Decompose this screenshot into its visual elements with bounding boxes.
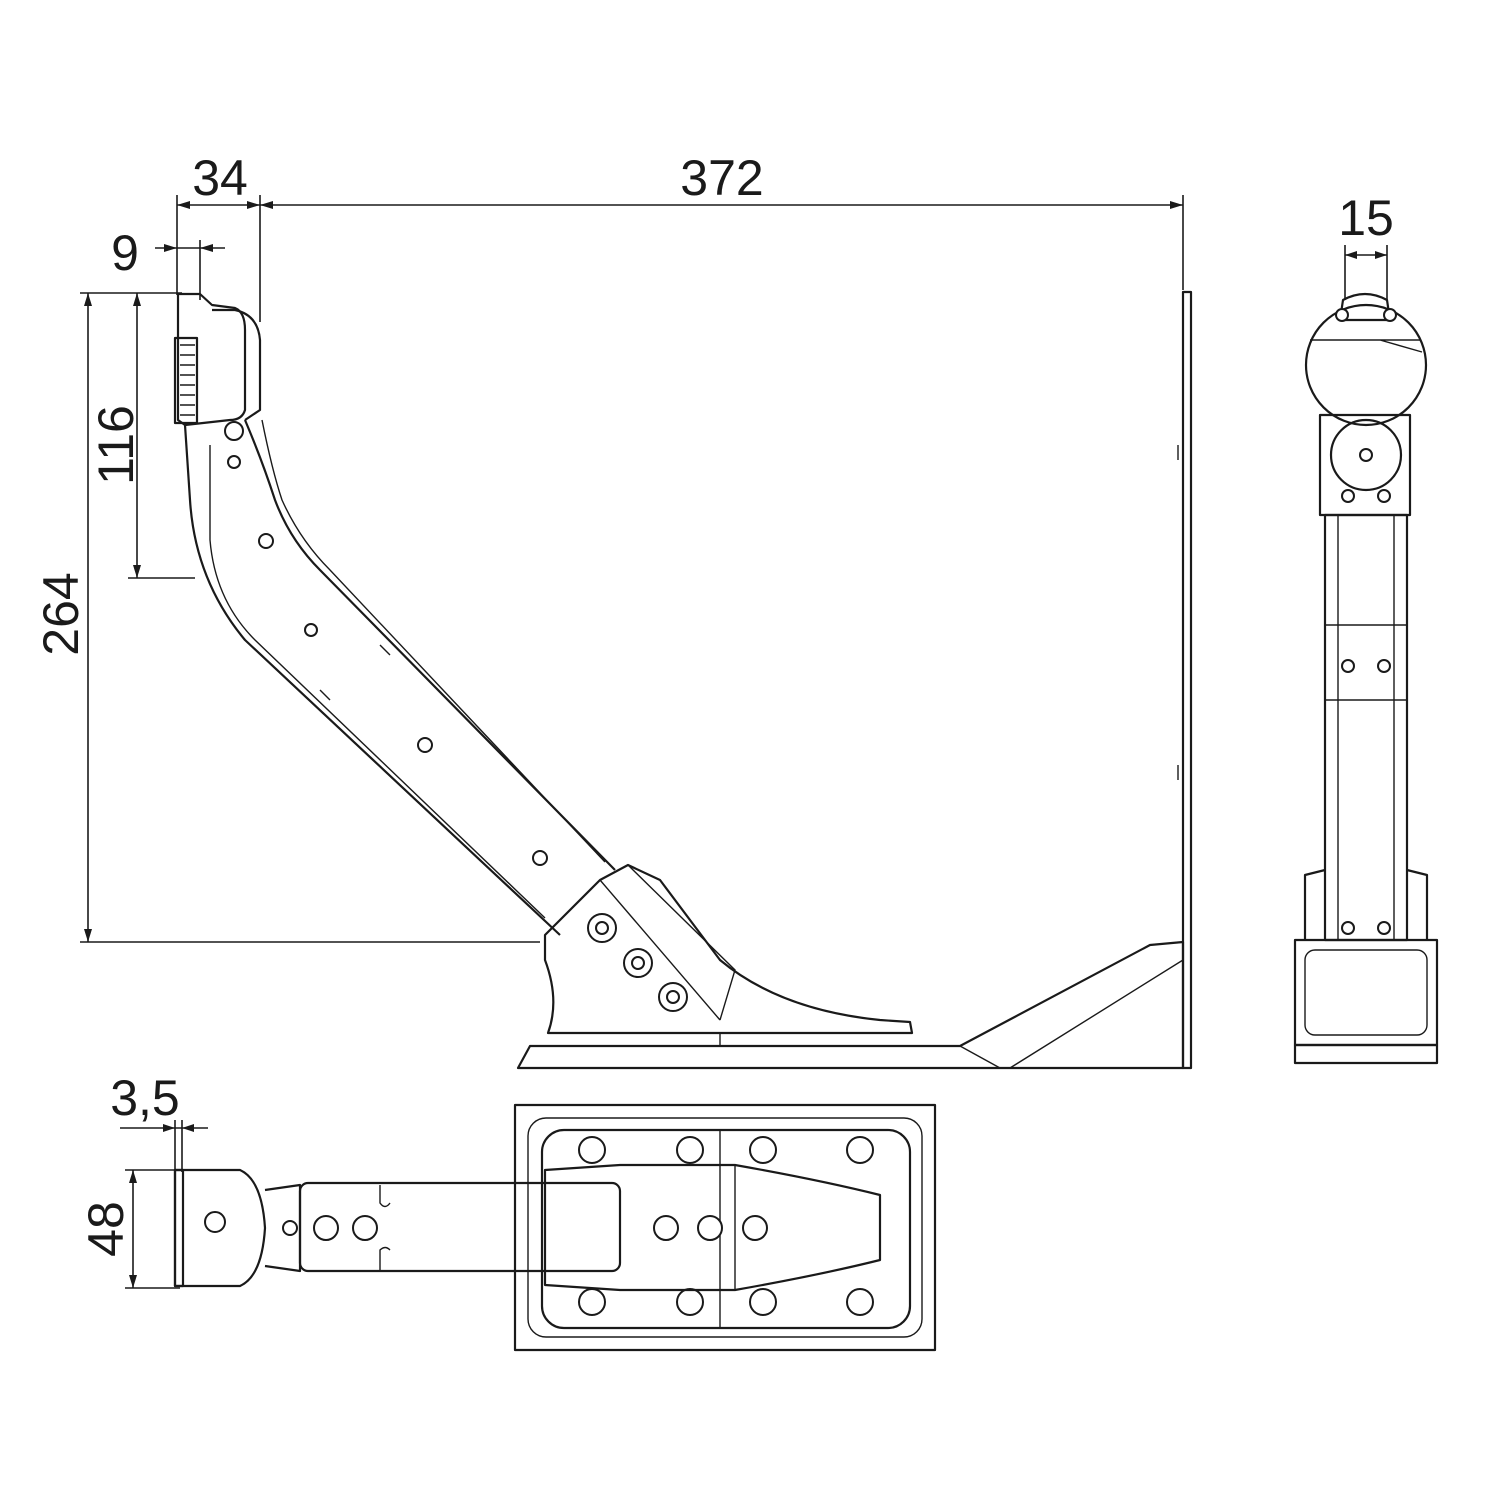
dim-34: 34 [192,150,248,206]
dim-48: 48 [78,1201,134,1257]
dim-9: 9 [111,225,139,281]
dim-372: 372 [680,150,763,206]
dim-116: 116 [88,405,144,485]
dim-264: 264 [33,572,89,655]
dimension-lines [80,195,1388,1289]
plate-bolts [578,1136,874,1316]
top-view [173,1103,937,1352]
dimension-labels: 34 372 9 15 116 264 3,5 48 [33,150,1394,1257]
dim-3-5: 3,5 [110,1070,180,1126]
front-view [1293,292,1439,1065]
side-view [173,290,1193,1070]
dim-15: 15 [1338,190,1394,246]
